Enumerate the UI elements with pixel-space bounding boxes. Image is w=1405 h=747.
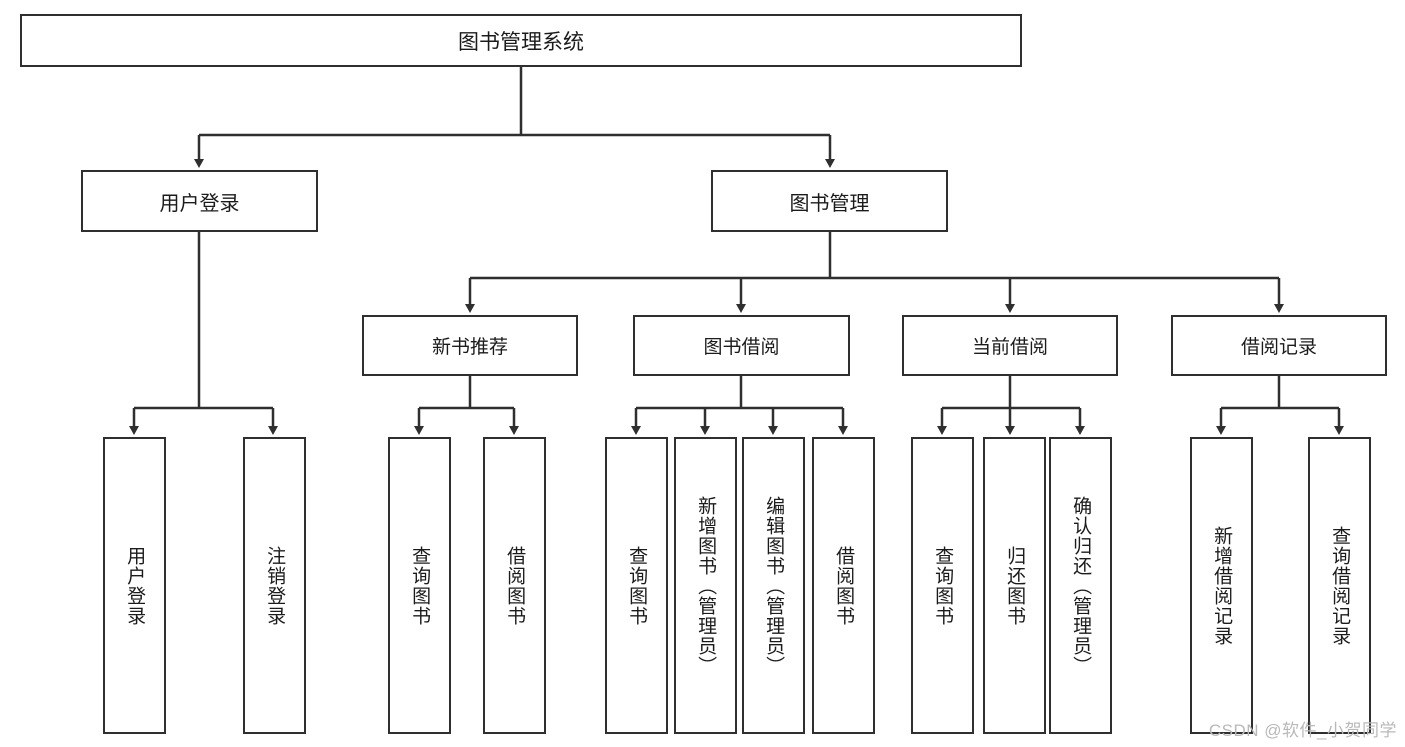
node-leaf-query-book-current-label: 查询图书 [932, 545, 954, 626]
node-leaf-borrow-book[interactable]: 借阅图书 [812, 437, 875, 734]
node-leaf-add-book-admin[interactable]: 新增图书（管理员） [674, 437, 737, 734]
node-level1-book-management-label: 图书管理 [789, 192, 870, 215]
node-leaf-query-borrow-record-label: 查询借阅记录 [1329, 525, 1351, 646]
node-root[interactable]: 图书管理系统 [20, 14, 1022, 67]
node-leaf-edit-book-admin[interactable]: 编辑图书（管理员） [742, 437, 805, 734]
node-level1-user-login-label: 用户登录 [159, 192, 240, 215]
watermark: CSDN @软件_小贺同学 [1208, 721, 1397, 740]
node-root-label: 图书管理系统 [458, 30, 584, 54]
node-leaf-query-book-rec[interactable]: 查询图书 [388, 437, 451, 734]
node-leaf-return-book[interactable]: 归还图书 [983, 437, 1046, 734]
node-level2-new-book-recommendation[interactable]: 新书推荐 [362, 315, 578, 376]
node-level2-book-borrow[interactable]: 图书借阅 [633, 315, 850, 376]
node-leaf-user-login-label: 用户登录 [124, 545, 146, 626]
node-level1-book-management[interactable]: 图书管理 [711, 170, 948, 232]
node-leaf-logout[interactable]: 注销登录 [243, 437, 306, 734]
node-leaf-return-book-label: 归还图书 [1004, 545, 1026, 626]
node-level2-current-borrow-label: 当前借阅 [971, 337, 1048, 358]
node-leaf-add-borrow-record[interactable]: 新增借阅记录 [1190, 437, 1253, 734]
node-leaf-query-book-borrow[interactable]: 查询图书 [605, 437, 668, 734]
node-leaf-logout-label: 注销登录 [264, 545, 286, 626]
node-level2-current-borrow[interactable]: 当前借阅 [902, 315, 1118, 376]
node-leaf-query-book-borrow-label: 查询图书 [626, 545, 648, 626]
node-leaf-query-borrow-record[interactable]: 查询借阅记录 [1308, 437, 1371, 734]
node-level2-borrow-record[interactable]: 借阅记录 [1171, 315, 1387, 376]
node-level2-book-borrow-label: 图书借阅 [703, 337, 780, 358]
node-level1-user-login[interactable]: 用户登录 [81, 170, 318, 232]
node-leaf-user-login[interactable]: 用户登录 [103, 437, 166, 734]
node-leaf-confirm-return-admin[interactable]: 确认归还（管理员） [1049, 437, 1112, 734]
node-leaf-borrow-book-rec[interactable]: 借阅图书 [483, 437, 546, 734]
node-leaf-confirm-return-admin-label: 确认归还（管理员） [1070, 495, 1092, 676]
node-leaf-add-book-admin-label: 新增图书（管理员） [695, 495, 717, 676]
node-leaf-edit-book-admin-label: 编辑图书（管理员） [763, 495, 785, 676]
node-leaf-query-book-rec-label: 查询图书 [409, 545, 431, 626]
node-leaf-borrow-book-rec-label: 借阅图书 [504, 545, 526, 626]
node-leaf-query-book-current[interactable]: 查询图书 [911, 437, 974, 734]
node-level2-borrow-record-label: 借阅记录 [1240, 337, 1317, 358]
node-level2-new-book-recommendation-label: 新书推荐 [431, 337, 508, 358]
node-leaf-borrow-book-label: 借阅图书 [833, 545, 855, 626]
node-leaf-add-borrow-record-label: 新增借阅记录 [1211, 525, 1233, 646]
